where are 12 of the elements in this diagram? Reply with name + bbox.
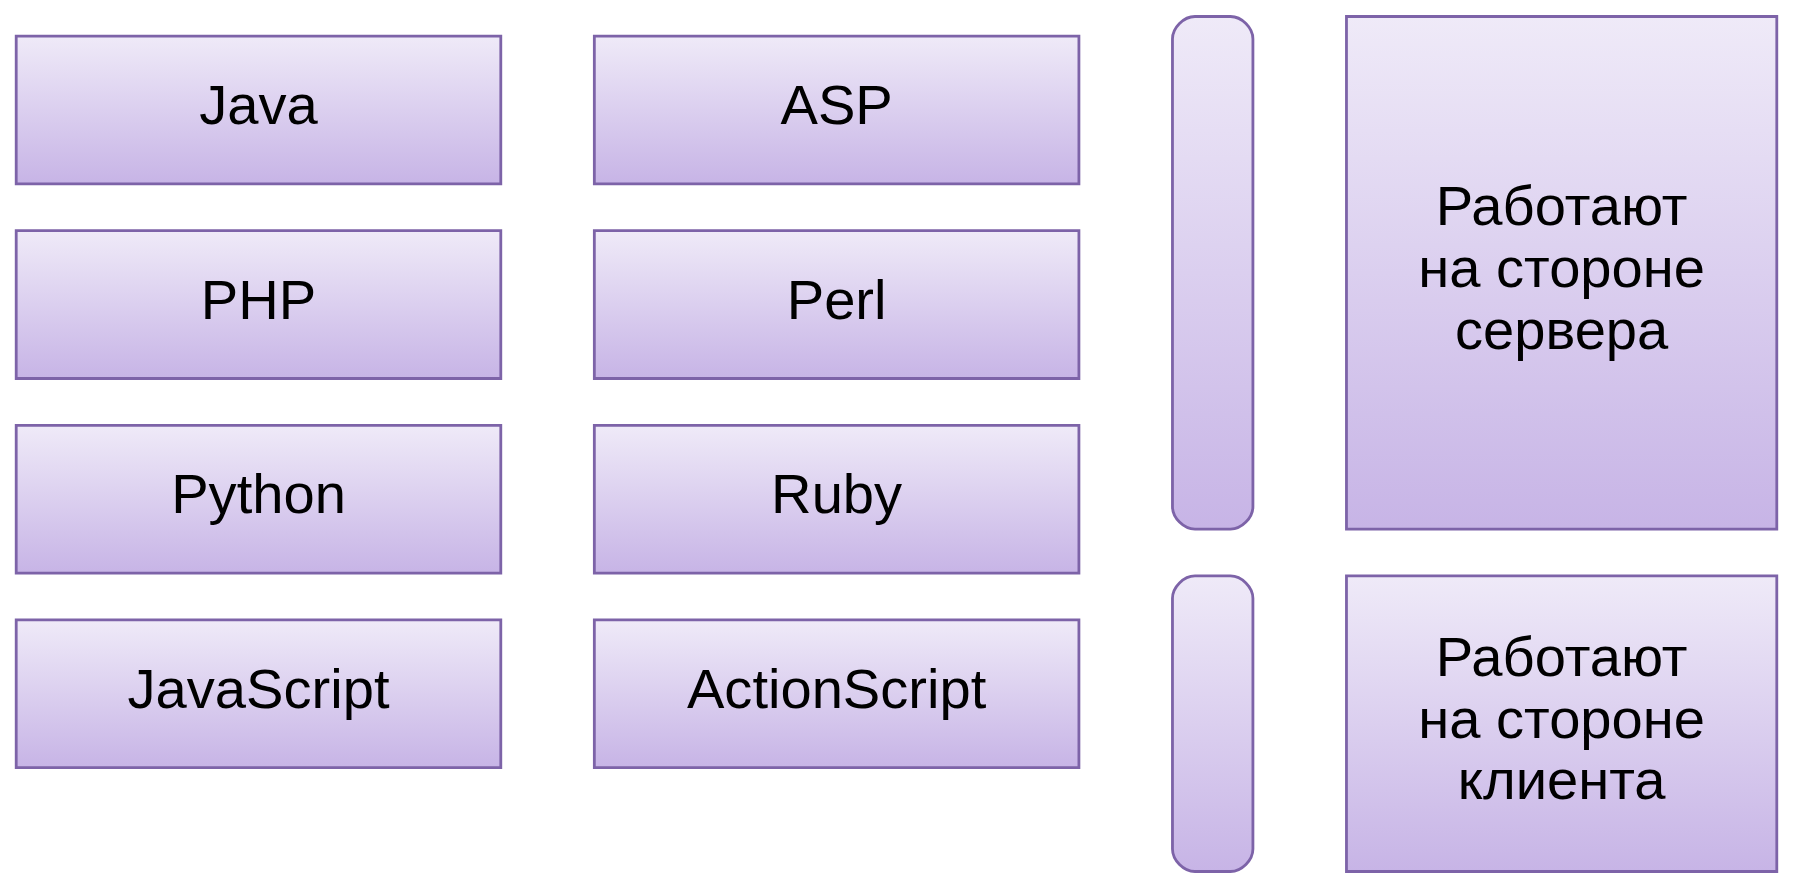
node-brace	[1171, 574, 1255, 873]
node-box: Python	[14, 423, 503, 574]
node-box: Работают на стороне клиента	[1345, 574, 1779, 873]
node-box: PHP	[14, 228, 503, 380]
node-box: ActionScript	[592, 617, 1081, 769]
node-box: Java	[14, 34, 503, 185]
node-box: JavaScript	[14, 617, 503, 769]
node-box: ASP	[592, 34, 1081, 185]
node-box: Ruby	[592, 423, 1081, 574]
node-box: Работают на стороне сервера	[1345, 14, 1779, 531]
node-brace	[1171, 14, 1255, 531]
node-box: Perl	[592, 228, 1081, 380]
